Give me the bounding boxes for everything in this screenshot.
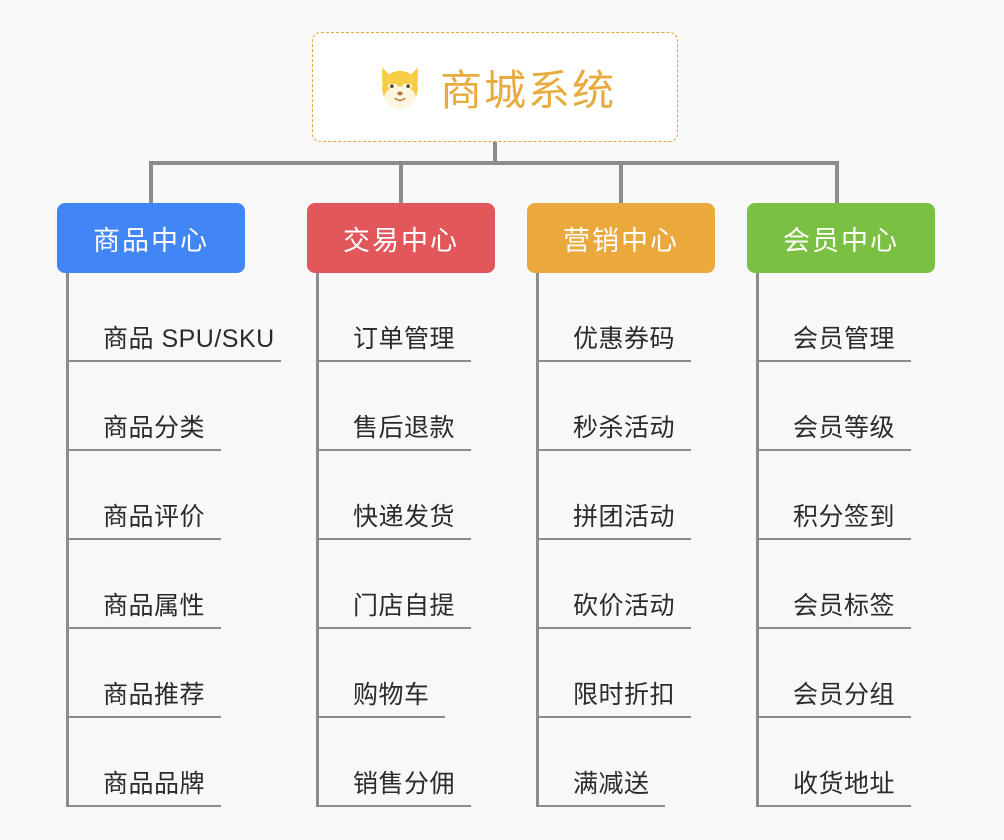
leaf-underline	[759, 716, 911, 718]
leaf-underline	[759, 449, 911, 451]
leaf-underline	[319, 805, 471, 807]
leaf-list-3: 优惠券码 秒杀活动 拼团活动 砍价活动 限时折扣 满减送	[536, 273, 715, 807]
leaf-item[interactable]: 售后退款	[319, 362, 495, 451]
leaf-label: 商品品牌	[103, 770, 206, 798]
leaf-label: 优惠券码	[573, 325, 676, 353]
leaf-item[interactable]: 商品分类	[69, 362, 275, 451]
leaf-list-1: 商品 SPU/SKU 商品分类 商品评价 商品属性 商品推荐 商品品牌	[66, 273, 281, 807]
leaf-item[interactable]: 会员分组	[759, 629, 935, 718]
leaf-label: 积分签到	[793, 503, 896, 531]
leaf-item[interactable]: 满减送	[539, 718, 715, 807]
leaf-item[interactable]: 收货地址	[759, 718, 935, 807]
leaf-underline	[69, 627, 221, 629]
leaf-label: 商品分类	[103, 414, 206, 442]
shiba-dog-face-icon	[374, 61, 426, 113]
leaf-label: 商品评价	[103, 503, 206, 531]
leaf-item[interactable]: 优惠券码	[539, 273, 715, 362]
category-header-2[interactable]: 交易中心	[307, 203, 495, 273]
leaf-label: 商品 SPU/SKU	[103, 325, 275, 353]
connector-branch-drop-3	[619, 161, 623, 205]
leaf-label: 门店自提	[353, 592, 456, 620]
leaf-underline	[759, 538, 911, 540]
leaf-underline	[69, 716, 221, 718]
leaf-underline	[539, 716, 691, 718]
leaf-item[interactable]: 商品品牌	[69, 718, 275, 807]
category-column-4: 会员中心 会员管理 会员等级 积分签到 会员标签 会员分组	[747, 203, 935, 807]
leaf-label: 商品推荐	[103, 681, 206, 709]
leaf-label: 商品属性	[103, 592, 206, 620]
leaf-underline	[539, 538, 691, 540]
category-column-3: 营销中心 优惠券码 秒杀活动 拼团活动 砍价活动 限时折扣	[527, 203, 715, 807]
leaf-item[interactable]: 会员管理	[759, 273, 935, 362]
leaf-underline	[759, 627, 911, 629]
category-header-4[interactable]: 会员中心	[747, 203, 935, 273]
leaf-label: 秒杀活动	[573, 414, 676, 442]
leaf-label: 售后退款	[353, 414, 456, 442]
leaf-item[interactable]: 销售分佣	[319, 718, 495, 807]
connector-branch-drop-2	[399, 161, 403, 205]
leaf-label: 会员等级	[793, 414, 896, 442]
leaf-item[interactable]: 商品 SPU/SKU	[69, 273, 281, 362]
leaf-label: 会员管理	[793, 325, 896, 353]
leaf-underline	[539, 449, 691, 451]
leaf-underline	[539, 360, 691, 362]
leaf-label: 收货地址	[793, 770, 896, 798]
leaf-label: 砍价活动	[573, 592, 676, 620]
leaf-item[interactable]: 订单管理	[319, 273, 495, 362]
leaf-underline	[539, 627, 691, 629]
leaf-label: 购物车	[353, 681, 430, 709]
leaf-underline	[319, 716, 445, 718]
connector-branch-drop-1	[149, 161, 153, 205]
leaf-item[interactable]: 拼团活动	[539, 451, 715, 540]
leaf-underline	[319, 627, 471, 629]
leaf-item[interactable]: 购物车	[319, 629, 495, 718]
category-column-1: 商品中心 商品 SPU/SKU 商品分类 商品评价 商品属性 商品推荐	[57, 203, 281, 807]
leaf-label: 快递发货	[353, 503, 456, 531]
leaf-item[interactable]: 商品属性	[69, 540, 275, 629]
leaf-list-4: 会员管理 会员等级 积分签到 会员标签 会员分组 收货地址	[756, 273, 935, 807]
leaf-item[interactable]: 门店自提	[319, 540, 495, 629]
leaf-item[interactable]: 积分签到	[759, 451, 935, 540]
leaf-underline	[759, 360, 911, 362]
category-header-3-label: 营销中心	[563, 225, 679, 256]
leaf-underline	[539, 805, 665, 807]
leaf-item[interactable]: 商品推荐	[69, 629, 275, 718]
leaf-underline	[319, 449, 471, 451]
leaf-label: 会员分组	[793, 681, 896, 709]
leaf-underline	[69, 805, 221, 807]
leaf-item[interactable]: 会员标签	[759, 540, 935, 629]
category-header-1-label: 商品中心	[93, 225, 209, 256]
leaf-underline	[69, 360, 281, 362]
leaf-underline	[319, 360, 471, 362]
leaf-underline	[759, 805, 911, 807]
leaf-underline	[69, 449, 221, 451]
leaf-item[interactable]: 商品评价	[69, 451, 275, 540]
leaf-label: 拼团活动	[573, 503, 676, 531]
leaf-label: 满减送	[573, 770, 650, 798]
leaf-item[interactable]: 秒杀活动	[539, 362, 715, 451]
leaf-item[interactable]: 会员等级	[759, 362, 935, 451]
leaf-label: 限时折扣	[573, 681, 676, 709]
leaf-label: 订单管理	[353, 325, 456, 353]
category-header-3[interactable]: 营销中心	[527, 203, 715, 273]
category-header-4-label: 会员中心	[783, 225, 899, 256]
connector-horizontal-bus	[149, 161, 839, 165]
leaf-underline	[69, 538, 221, 540]
category-header-1[interactable]: 商品中心	[57, 203, 245, 273]
connector-branch-drop-4	[835, 161, 839, 205]
leaf-label: 销售分佣	[353, 770, 456, 798]
leaf-item[interactable]: 快递发货	[319, 451, 495, 540]
leaf-item[interactable]: 限时折扣	[539, 629, 715, 718]
category-column-2: 交易中心 订单管理 售后退款 快递发货 门店自提 购物车	[307, 203, 495, 807]
leaf-underline	[319, 538, 471, 540]
root-node-shop-system[interactable]: 商城系统	[312, 32, 678, 142]
category-header-2-label: 交易中心	[343, 225, 459, 256]
leaf-item[interactable]: 砍价活动	[539, 540, 715, 629]
connector-root-stem	[493, 142, 497, 165]
leaf-list-2: 订单管理 售后退款 快递发货 门店自提 购物车 销售分佣	[316, 273, 495, 807]
leaf-label: 会员标签	[793, 592, 896, 620]
root-node-title: 商城系统	[439, 66, 616, 114]
